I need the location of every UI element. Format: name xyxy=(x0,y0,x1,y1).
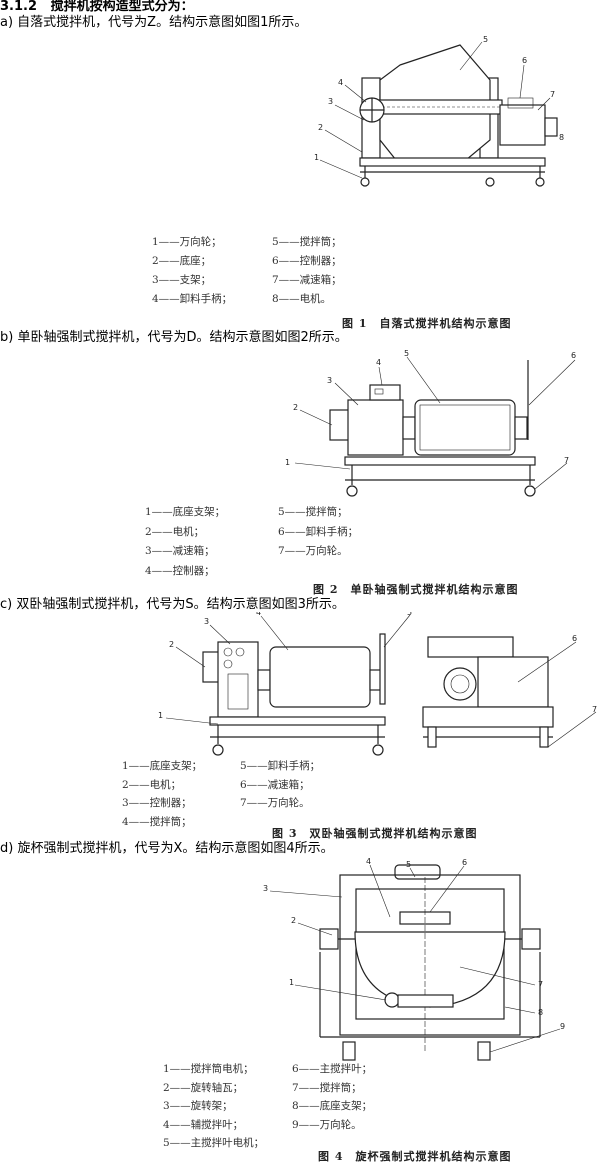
figure-2-drawing: 1 2 3 4 5 6 7 xyxy=(285,349,576,497)
callout-number: 6 xyxy=(571,351,576,360)
figure-4-caption: 图 4 旋杯强制式搅拌机结构示意图 xyxy=(318,1150,512,1163)
legend-item: 9——万向轮。 xyxy=(292,1118,362,1131)
callout-number: 8 xyxy=(538,1008,543,1017)
figure-3-caption: 图 3 双卧轴强制式搅拌机结构示意图 xyxy=(272,827,478,840)
callout-number: 3 xyxy=(328,97,333,106)
legend-item: 2——电机； xyxy=(122,778,182,791)
section-title: 搅拌机按构造型式分为： xyxy=(50,0,194,14)
callout-number: 4 xyxy=(376,358,381,367)
callout-number: 7 xyxy=(538,980,543,989)
item-a-text: a) 自落式搅拌机，代号为Z。结构示意图如图1所示。 xyxy=(0,15,308,30)
callout-number: 3 xyxy=(263,884,268,893)
figure-4-legend-left: 1——搅拌筒电机； 2——旋转轴瓦； 3——旋转架； 4——辅搅拌叶； 5——主… xyxy=(163,1060,264,1153)
callout-number: 7 xyxy=(550,90,555,99)
legend-item: 3——支架； xyxy=(152,274,212,286)
legend-item: 1——底座支架； xyxy=(145,506,226,518)
legend-item: 4——辅搅拌叶； xyxy=(163,1118,244,1131)
callout-number: 7 xyxy=(592,705,597,714)
figure-1-caption: 图 1 自落式搅拌机结构示意图 xyxy=(342,317,512,330)
legend-item: 7——万向轮。 xyxy=(240,797,310,809)
callout-number: 3 xyxy=(204,617,209,626)
figure-4-legend-right: 6——主搅拌叶； 7——搅拌筒； 8——底座支架； 9——万向轮。 xyxy=(292,1060,372,1134)
callout-number: 1 xyxy=(314,153,319,162)
section-number: 3.1.2 xyxy=(0,0,38,14)
item-b-text: b) 单卧轴强制式搅拌机，代号为D。结构示意图如图2所示。 xyxy=(0,330,348,345)
callout-number: 5 xyxy=(406,860,411,869)
callout-number: 2 xyxy=(318,123,323,132)
callout-number: 2 xyxy=(291,916,296,925)
figure-1-legend-left: 1——万向轮； 2——底座； 3——支架； 4——卸料手柄； xyxy=(152,233,232,309)
legend-item: 3——旋转架； xyxy=(163,1100,233,1112)
callout-number: 3 xyxy=(327,376,332,385)
legend-item: 1——底座支架； xyxy=(122,760,203,772)
callout-number: 5 xyxy=(407,612,412,617)
callout-number: 2 xyxy=(293,403,298,412)
callout-number: 6 xyxy=(572,634,577,643)
item-d-text: d) 旋杯强制式搅拌机，代号为X。结构示意图如图4所示。 xyxy=(0,841,334,856)
figure-1-legend-right: 5——搅拌筒； 6——控制器； 7——减速箱； 8——电机。 xyxy=(272,233,342,309)
legend-item: 3——减速箱； xyxy=(145,545,215,557)
legend-item: 5——卸料手柄； xyxy=(240,760,321,772)
section-heading: 3.1.2 搅拌机按构造型式分为： xyxy=(0,0,194,14)
legend-item: 2——电机； xyxy=(145,525,205,538)
legend-item: 8——底座支架； xyxy=(292,1100,373,1112)
figure-2-legend-left: 1——底座支架； 2——电机； 3——减速箱； 4——控制器； xyxy=(145,503,225,581)
legend-item: 6——主搅拌叶； xyxy=(292,1063,373,1075)
legend-item: 3——控制器； xyxy=(122,797,192,809)
legend-item: 7——搅拌筒； xyxy=(292,1081,362,1094)
figure-2-caption: 图 2 单卧轴强制式搅拌机结构示意图 xyxy=(313,583,519,596)
legend-item: 6——卸料手柄； xyxy=(278,525,359,538)
callout-number: 4 xyxy=(256,612,261,617)
callout-number: 1 xyxy=(158,711,163,720)
callout-number: 9 xyxy=(560,1022,565,1031)
item-c-text: c) 双卧轴强制式搅拌机，代号为S。结构示意图如图3所示。 xyxy=(0,597,345,612)
legend-item: 5——搅拌筒； xyxy=(272,236,342,248)
legend-item: 4——卸料手柄； xyxy=(152,293,233,305)
callout-number: 6 xyxy=(462,858,467,867)
callout-number: 1 xyxy=(285,458,290,467)
legend-item: 6——控制器； xyxy=(272,255,342,267)
legend-item: 5——搅拌筒； xyxy=(278,506,348,518)
figure-1-drawing: 1 2 3 4 5 6 7 8 xyxy=(314,35,564,187)
legend-item: 1——万向轮； xyxy=(152,236,222,248)
legend-item: 5——主搅拌叶电机； xyxy=(163,1137,265,1149)
callout-number: 5 xyxy=(404,349,409,358)
figure-4-drawing: 1 2 3 4 5 6 7 8 9 xyxy=(263,857,565,1061)
legend-item: 4——控制器； xyxy=(145,564,215,577)
callout-number: 2 xyxy=(169,640,174,649)
legend-item: 1——搅拌筒电机； xyxy=(163,1063,254,1075)
figure-3-legend-right: 5——卸料手柄； 6——减速箱； 7——万向轮。 xyxy=(240,757,320,813)
callout-number: 4 xyxy=(366,857,371,866)
figure-3-drawing: 1 2 3 4 5 6 7 xyxy=(158,612,597,756)
legend-item: 7——减速箱； xyxy=(272,274,342,286)
legend-item: 4——搅拌筒； xyxy=(122,815,192,828)
legend-item: 2——底座； xyxy=(152,255,212,267)
legend-item: 2——旋转轴瓦； xyxy=(163,1081,244,1094)
callout-number: 5 xyxy=(483,35,488,44)
callout-number: 7 xyxy=(564,456,569,465)
figure-3-legend-left: 1——底座支架； 2——电机； 3——控制器； 4——搅拌筒； xyxy=(122,757,202,831)
legend-item: 7——万向轮。 xyxy=(278,545,348,557)
figure-2-legend-right: 5——搅拌筒； 6——卸料手柄； 7——万向轮。 xyxy=(278,503,358,562)
callout-number: 1 xyxy=(289,978,294,987)
callout-number: 6 xyxy=(522,56,527,65)
legend-item: 6——减速箱； xyxy=(240,778,310,791)
legend-item: 8——电机。 xyxy=(272,293,332,305)
callout-number: 8 xyxy=(559,133,564,142)
callout-number: 4 xyxy=(338,78,343,87)
